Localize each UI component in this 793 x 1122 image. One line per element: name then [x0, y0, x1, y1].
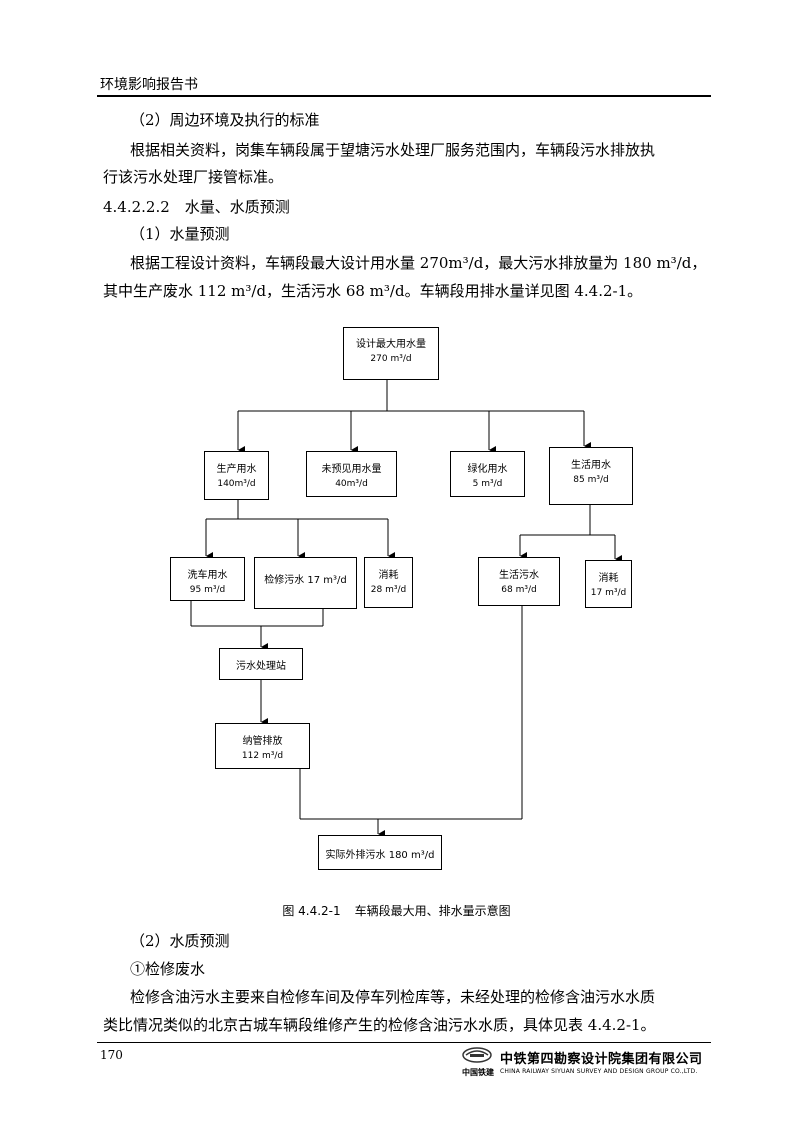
- paragraph-line: 其中生产废水 112 m³/d，生活污水 68 m³/d。车辆段用排水量详见图 …: [103, 282, 643, 300]
- flow-box-domestic-water: 生活用水 85 m³/d: [549, 447, 633, 505]
- subheading-water-forecast: （1）水量预测: [130, 225, 230, 243]
- paragraph-line: 检修含油污水主要来自检修车间及停车列检库等，未经处理的检修含油污水水质: [130, 988, 656, 1006]
- item-repair-wastewater: ①检修废水: [130, 960, 206, 978]
- flow-box-sewer-discharge: 纳管排放 112 m³/d: [215, 723, 310, 769]
- organization-name-cn: 中铁第四勘察设计院集团有限公司: [500, 1052, 703, 1067]
- paragraph-line: 根据相关资料，岗集车辆段属于望塘污水处理厂服务范围内，车辆段污水排放执: [130, 141, 656, 159]
- flow-box-repair-wastewater: 检修污水 17 m³/d: [254, 557, 357, 609]
- section-heading-surroundings: （2）周边环境及执行的标准: [130, 111, 320, 129]
- figure-caption: 图 4.4.2-1 车辆段最大用、排水量示意图: [0, 902, 793, 919]
- flow-box-treatment-station: 污水处理站: [219, 648, 303, 680]
- footer-rule: [97, 1042, 711, 1043]
- figure-number: 图 4.4.2-1: [282, 904, 341, 918]
- header-rule: [97, 95, 711, 97]
- page-number: 170: [100, 1048, 123, 1062]
- paragraph-line: 行该污水处理厂接管标准。: [103, 168, 284, 186]
- crcc-logo-text: 中国铁建: [462, 1068, 494, 1077]
- flow-box-actual-outfall: 实际外排污水 180 m³/d: [318, 835, 442, 870]
- flow-box-consumption-production: 消耗 28 m³/d: [364, 557, 413, 608]
- flow-box-consumption-domestic: 消耗 17 m³/d: [585, 560, 632, 608]
- subheading-quality-forecast: （2）水质预测: [130, 932, 230, 950]
- flow-box-production-water: 生产用水 140m³/d: [204, 451, 269, 500]
- paragraph-line: 根据工程设计资料，车辆段最大设计用水量 270m³/d，最大污水排放量为 180…: [130, 254, 707, 272]
- flow-box-total-water: 设计最大用水量 270 m³/d: [343, 327, 439, 380]
- crcc-logo-icon: [462, 1047, 492, 1063]
- flow-box-unforeseen-water: 未预见用水量 40m³/d: [306, 451, 397, 497]
- header-title: 环境影响报告书: [100, 77, 198, 93]
- paragraph-line: 类比情况类似的北京古城车辆段维修产生的检修含油污水水质，具体见表 4.4.2-1…: [103, 1016, 656, 1034]
- organization-name-en: CHINA RAILWAY SIYUAN SURVEY AND DESIGN G…: [500, 1068, 698, 1075]
- figure-title: 车辆段最大用、排水量示意图: [354, 904, 511, 918]
- flow-box-domestic-sewage: 生活污水 68 m³/d: [478, 557, 560, 606]
- section-heading-water-quantity: 4.4.2.2.2 水量、水质预测: [103, 198, 290, 216]
- flow-box-car-washing: 洗车用水 95 m³/d: [170, 557, 245, 601]
- flow-box-greening-water: 绿化用水 5 m³/d: [450, 451, 525, 497]
